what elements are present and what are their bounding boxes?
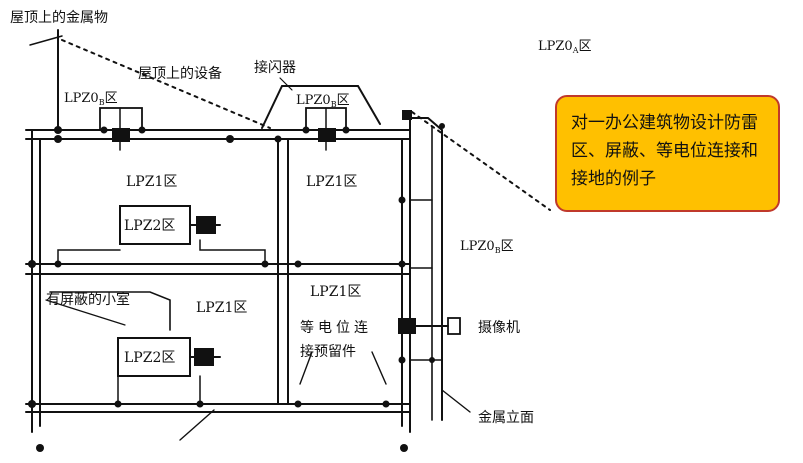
label-lpz1-lower-left: LPZ1区 [196,300,247,316]
metal-facade-pointer [441,389,471,413]
callout-text: 对一办公建筑物设计防雷区、屏蔽、等电位连接和接地的例子 [571,113,758,189]
description-callout: 对一办公建筑物设计防雷区、屏蔽、等电位连接和接地的例子 [555,95,780,212]
spd-lpz2-upper [196,216,216,234]
label-bonding-line1: 等电位连 [300,319,372,336]
label-lpz2-lower: LPZ2区 [124,350,175,366]
label-lpz0b-top: LPZ0B区 [296,93,350,109]
lpz2-upper-bond-left [57,249,121,265]
camera-box [447,317,461,335]
label-arrester: 接闪器 [254,59,296,76]
label-lpz1-lower-right: LPZ1区 [310,284,361,300]
bonding-pointer-left [299,351,313,385]
label-lpz0a: LPZ0A区 [538,39,591,55]
label-shielded-room: 有屏蔽的小室 [46,291,130,308]
label-metal-facade: 金属立面 [478,410,534,426]
label-lpz0b-right: LPZ0B区 [460,239,514,255]
spd-lpz2-lower [194,348,214,366]
bonding-points [28,123,445,452]
lpz2-upper-bond [199,239,266,265]
shielded-room-pointer [45,299,126,326]
metal-facade [409,117,443,421]
roof-equipment-box [99,107,143,131]
ground-pointer [179,409,215,441]
facade-bond-block [402,110,412,120]
spd-camera [398,318,416,334]
label-roof-metal: 屋顶上的金属物 [10,10,108,26]
label-lpz0b-left: LPZ0B区 [64,91,118,107]
arrester-pointer [279,77,293,91]
spd-arrester [318,128,336,142]
label-lpz1-upper-right: LPZ1区 [306,174,357,190]
surge-protectors [112,110,416,366]
protection-angle-left [61,39,271,129]
label-lpz2-upper: LPZ2区 [124,218,175,234]
spd-roof-equipment [112,128,130,142]
label-bonding-line2: 接预留件 [300,343,356,360]
roof-metal-pointer [29,35,63,46]
bonding-pointer-right [371,351,387,385]
label-lpz1-upper-left: LPZ1区 [126,174,177,190]
label-roof-equipment: 屋顶上的设备 [138,65,222,82]
air-terminal-arrester [261,85,381,129]
label-camera: 摄像机 [478,320,520,336]
shielded-room-wall [49,291,171,331]
